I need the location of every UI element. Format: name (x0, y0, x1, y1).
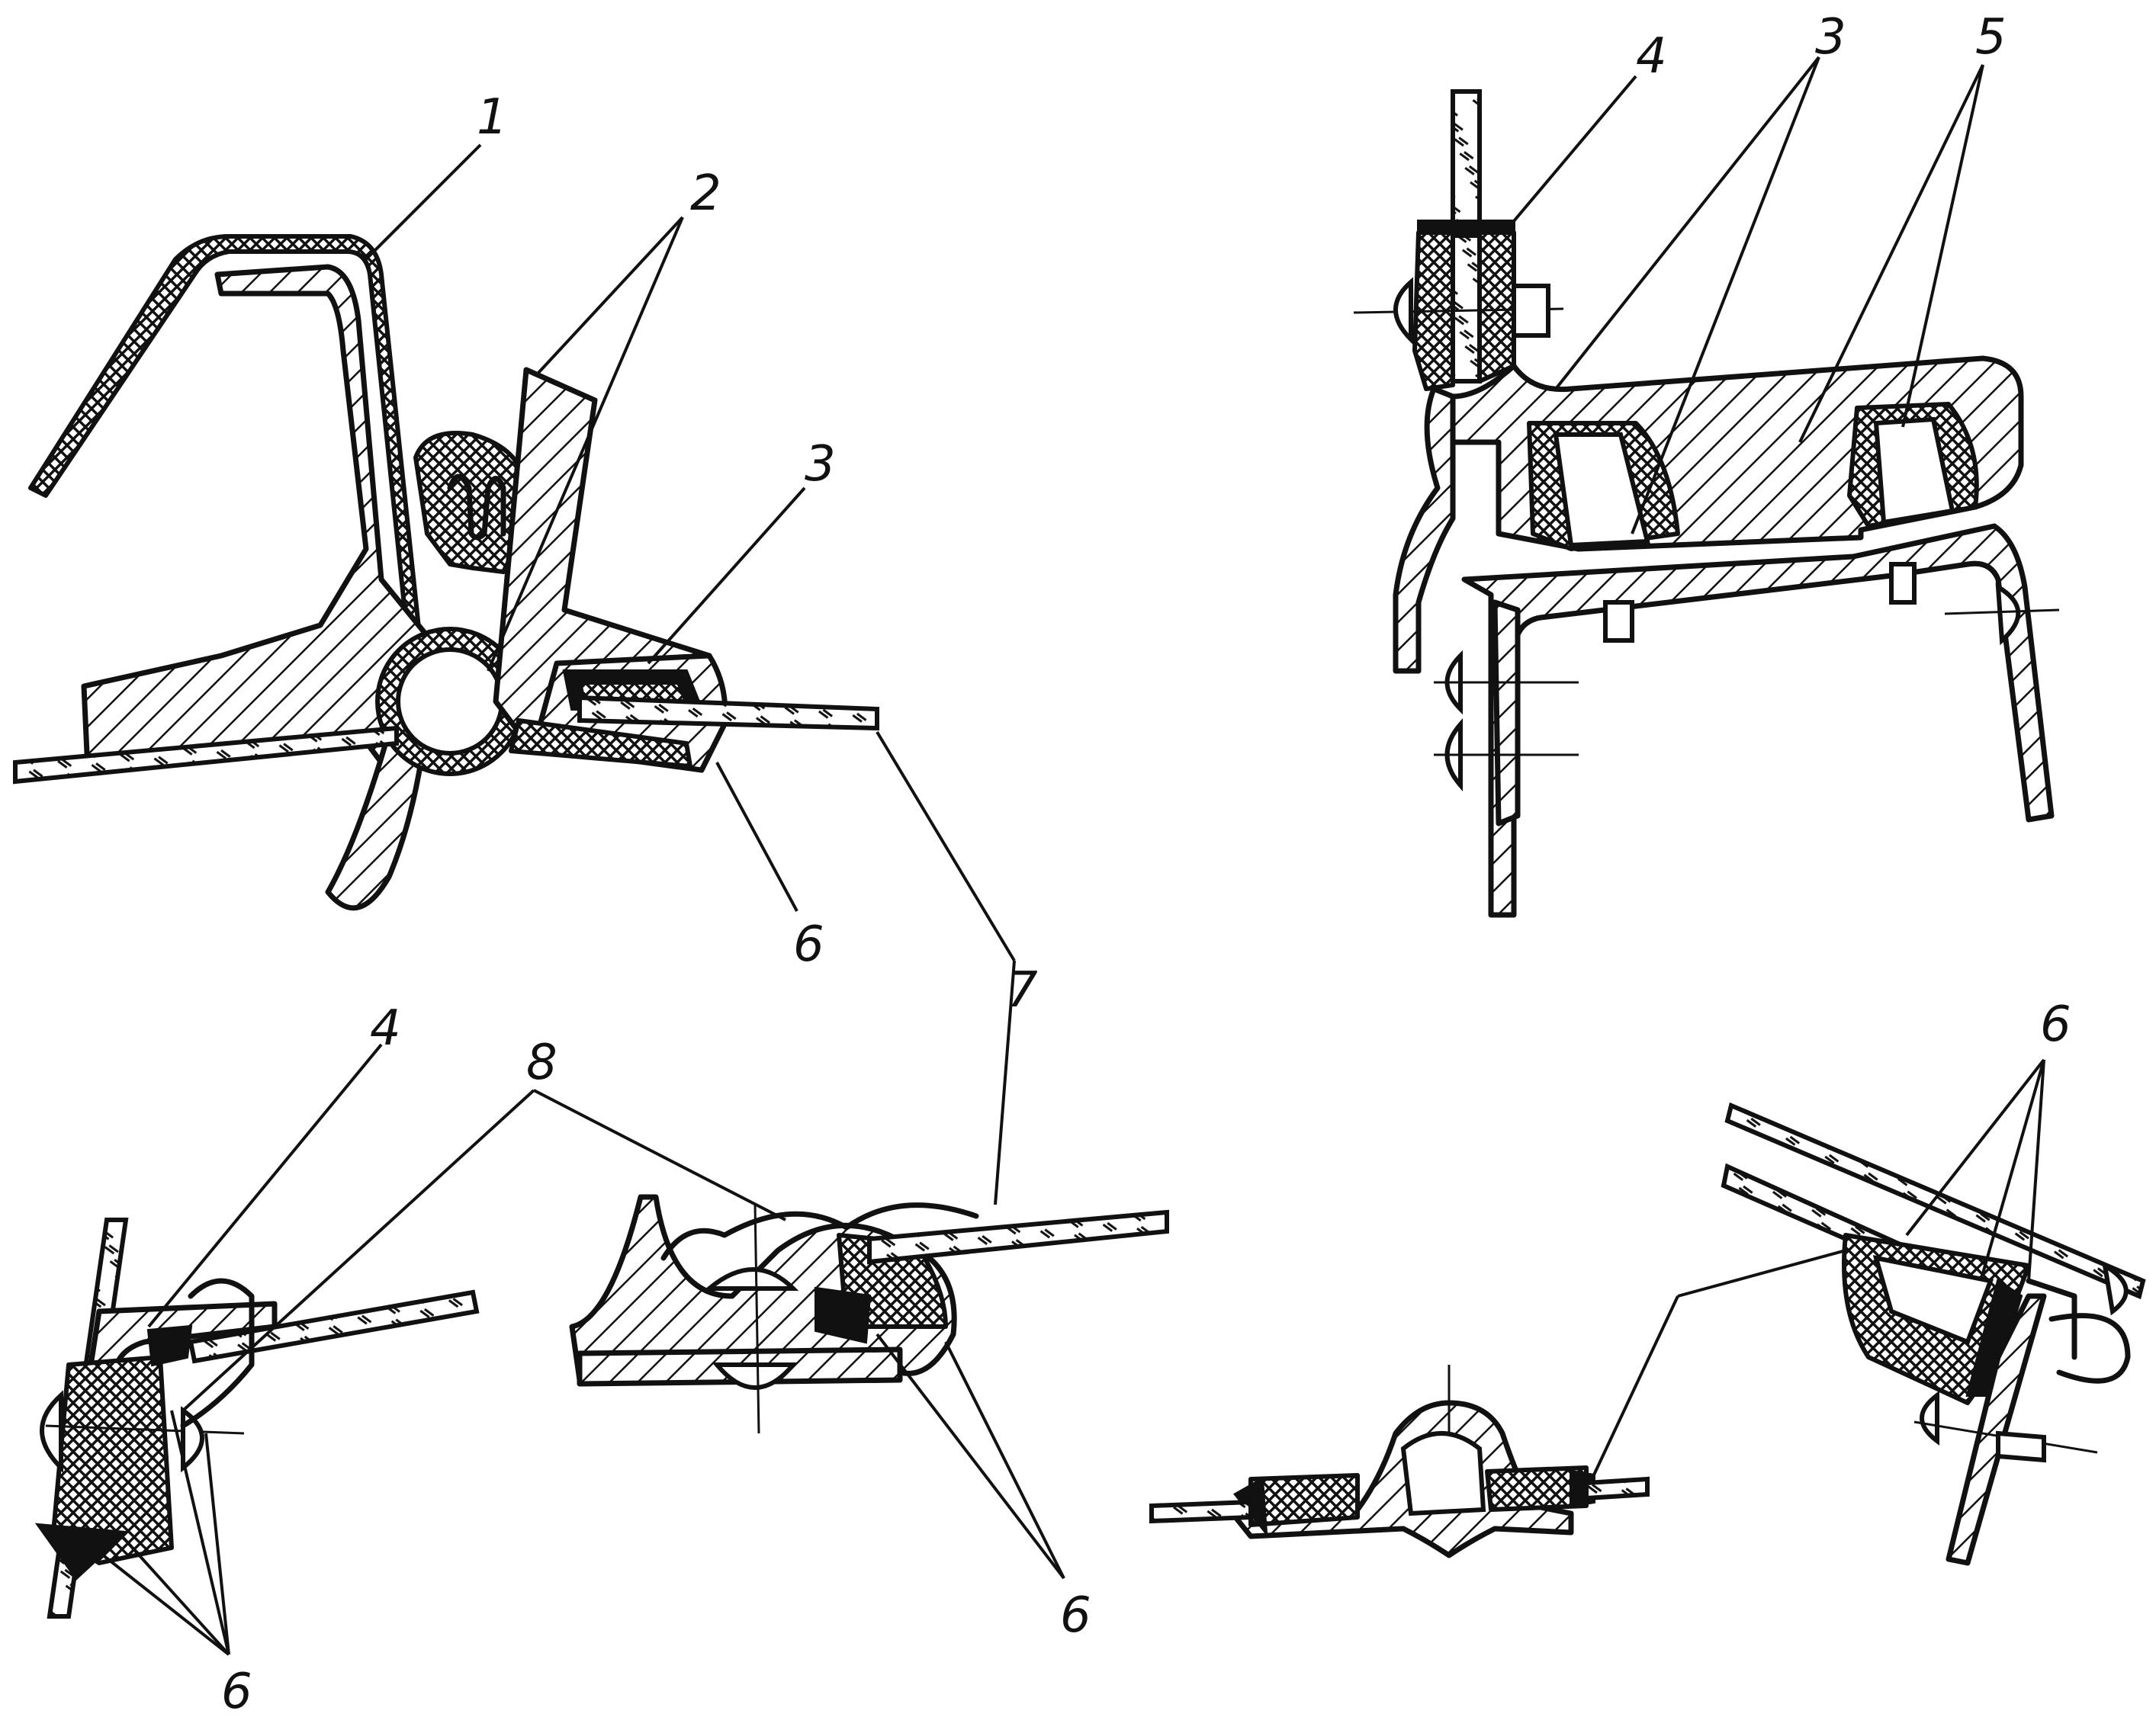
br-corner-cavity (1872, 1255, 1994, 1345)
section-top-right: 4 3 5 (1353, 9, 2060, 918)
lower-bracket (1461, 523, 2055, 918)
glass-right (577, 695, 879, 731)
br-cover (2048, 1313, 2131, 1384)
bl-seal-black-1 (146, 1324, 193, 1367)
clamp-body-right (1477, 230, 1516, 384)
br-bolt-head (2101, 1261, 2129, 1316)
bolt-head-left (1393, 277, 1413, 345)
br-glass-right (1584, 1476, 1650, 1501)
br-seal-left (1248, 1473, 1360, 1527)
br-nut (1996, 1430, 2046, 1463)
glass-left (13, 725, 399, 785)
bm-cover-line (660, 1202, 979, 1261)
bl-cover (180, 1278, 255, 1429)
label-r5: 5 (1975, 9, 2007, 66)
tubular-seal-hole (396, 647, 504, 756)
bolt-head-3 (1995, 582, 2021, 646)
bm-glass (867, 1209, 1169, 1265)
label-2: 2 (690, 165, 721, 222)
lower-seal-strip (509, 718, 692, 769)
section-bottom-middle: 6 (569, 1194, 1169, 1644)
pocket-left-cavity (1553, 432, 1650, 548)
br-profile-cavity (1400, 1431, 1486, 1516)
label-r3: 3 (1815, 9, 1846, 66)
label-bl8: 8 (526, 1035, 557, 1091)
top-seal-slot (447, 473, 506, 541)
br-frame-2 (2026, 1278, 2077, 1360)
label-6: 6 (793, 916, 824, 973)
label-1: 1 (477, 89, 508, 146)
lower-flange (325, 729, 426, 911)
pocket-right-cavity (1873, 416, 1955, 525)
label-7: 7 (1007, 962, 1038, 1019)
bl-seal (51, 1355, 174, 1565)
label-br6: 6 (2040, 997, 2071, 1053)
section-bottom-right: 6 (1149, 997, 2146, 1566)
bm-seal-black (815, 1286, 872, 1344)
label-bl4: 4 (370, 1000, 401, 1057)
section-bottom-left: 4 8 6 (34, 1000, 786, 1717)
label-3: 3 (805, 436, 836, 493)
bracket-lip (1492, 599, 1521, 826)
nut-1 (1603, 600, 1634, 643)
section-top-left: 1 2 3 6 7 (13, 89, 1038, 1205)
br-bolt-head-2 (1920, 1390, 1939, 1446)
bl-glass (188, 1289, 480, 1364)
nut-2 (1889, 562, 1917, 605)
label-bl6: 6 (221, 1664, 252, 1717)
bolt-nut-right (1512, 284, 1550, 338)
br-frame (1946, 1293, 2047, 1566)
br-glass-left (1149, 1499, 1253, 1524)
label-r4: 4 (1636, 28, 1667, 85)
br-seal-right (1485, 1465, 1589, 1512)
frame-flange (1393, 386, 1456, 674)
label-bm6: 6 (1060, 1587, 1091, 1644)
bl-bolt-head (40, 1390, 63, 1474)
